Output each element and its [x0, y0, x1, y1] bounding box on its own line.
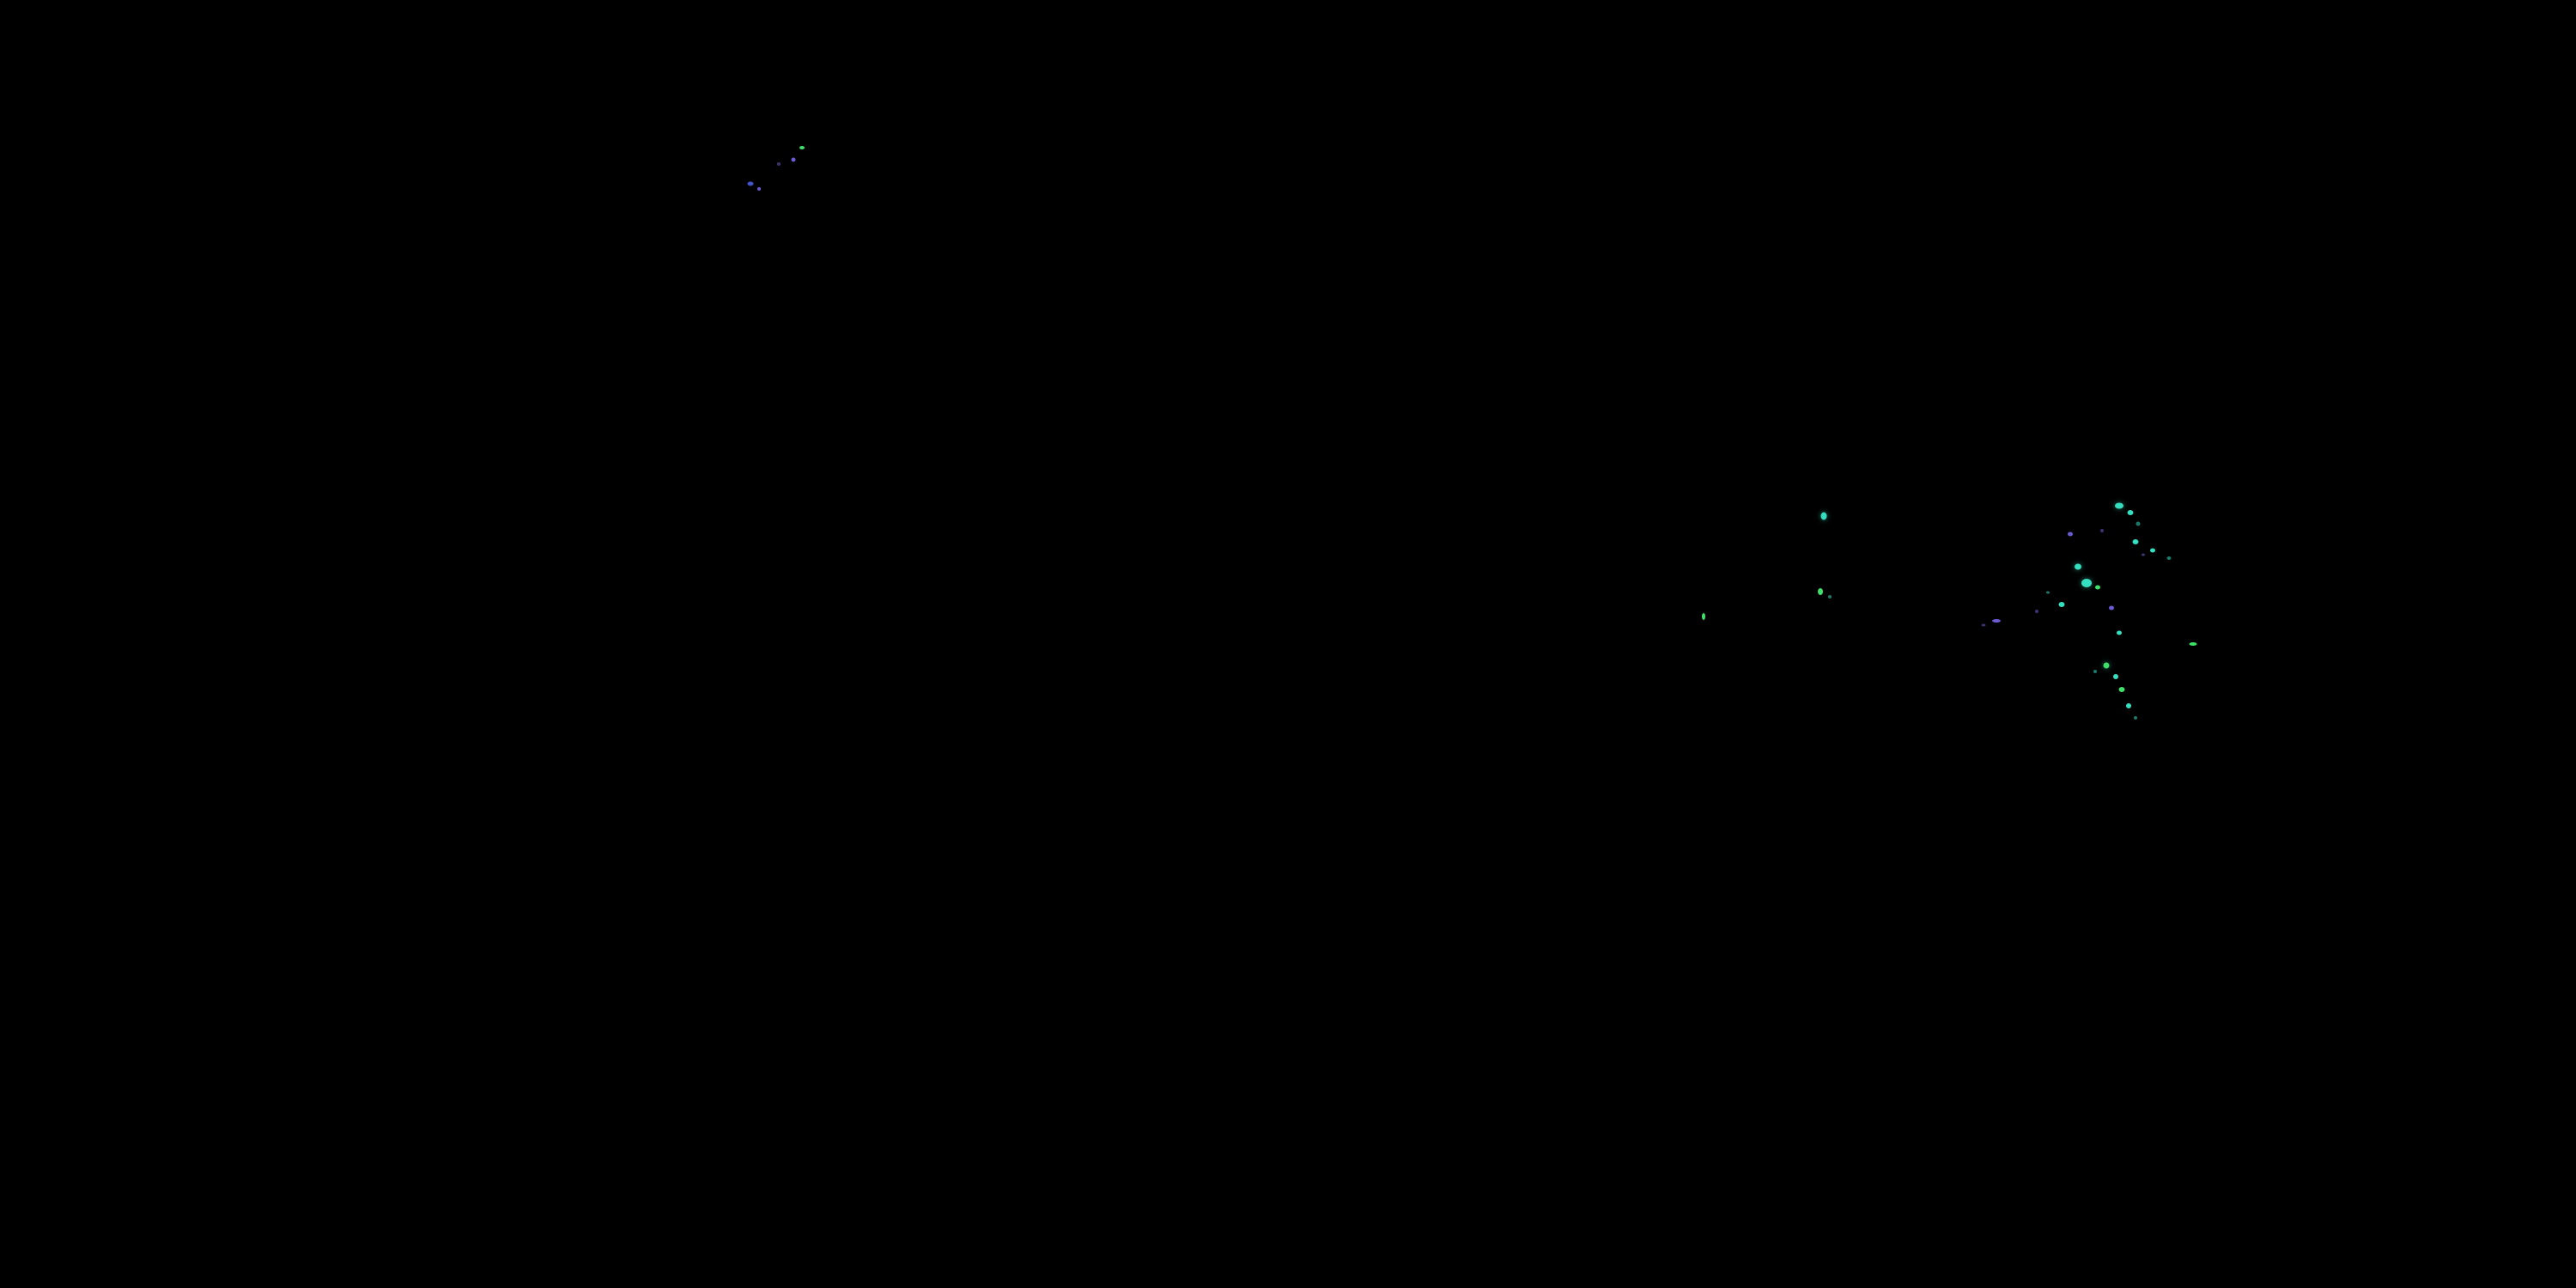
light-speck	[2118, 687, 2125, 692]
light-speck	[2142, 553, 2145, 556]
light-speck	[747, 181, 754, 186]
light-speck	[2117, 630, 2122, 635]
light-speck	[1702, 613, 1705, 620]
light-speck	[1818, 588, 1823, 595]
light-speck	[2150, 548, 2155, 553]
light-speck	[2100, 529, 2104, 532]
light-speck	[1992, 619, 2001, 623]
light-speck	[1981, 623, 1986, 627]
light-speck	[2081, 579, 2092, 587]
light-speck	[777, 162, 781, 166]
light-speck	[2058, 602, 2065, 607]
light-speck	[2189, 642, 2197, 646]
light-speck	[2115, 502, 2123, 509]
light-speck	[757, 187, 761, 191]
light-speck	[1828, 595, 1832, 598]
light-speck	[2113, 674, 2118, 679]
light-speck	[2132, 539, 2139, 544]
light-speck	[1820, 512, 1827, 520]
light-speck	[2103, 662, 2110, 669]
light-speck	[2093, 670, 2097, 673]
light-speck	[2136, 521, 2141, 526]
light-speck	[2095, 585, 2100, 590]
light-speck	[799, 146, 805, 149]
light-speck	[2068, 532, 2073, 537]
light-speck	[2134, 716, 2137, 720]
light-speck	[2166, 556, 2172, 560]
light-speck	[2075, 563, 2081, 570]
light-speck	[2126, 703, 2131, 708]
light-speck	[2035, 610, 2038, 613]
light-speck	[2046, 591, 2050, 594]
light-speck	[2109, 605, 2114, 611]
light-speck	[2127, 510, 2134, 515]
light-speck	[791, 157, 796, 162]
